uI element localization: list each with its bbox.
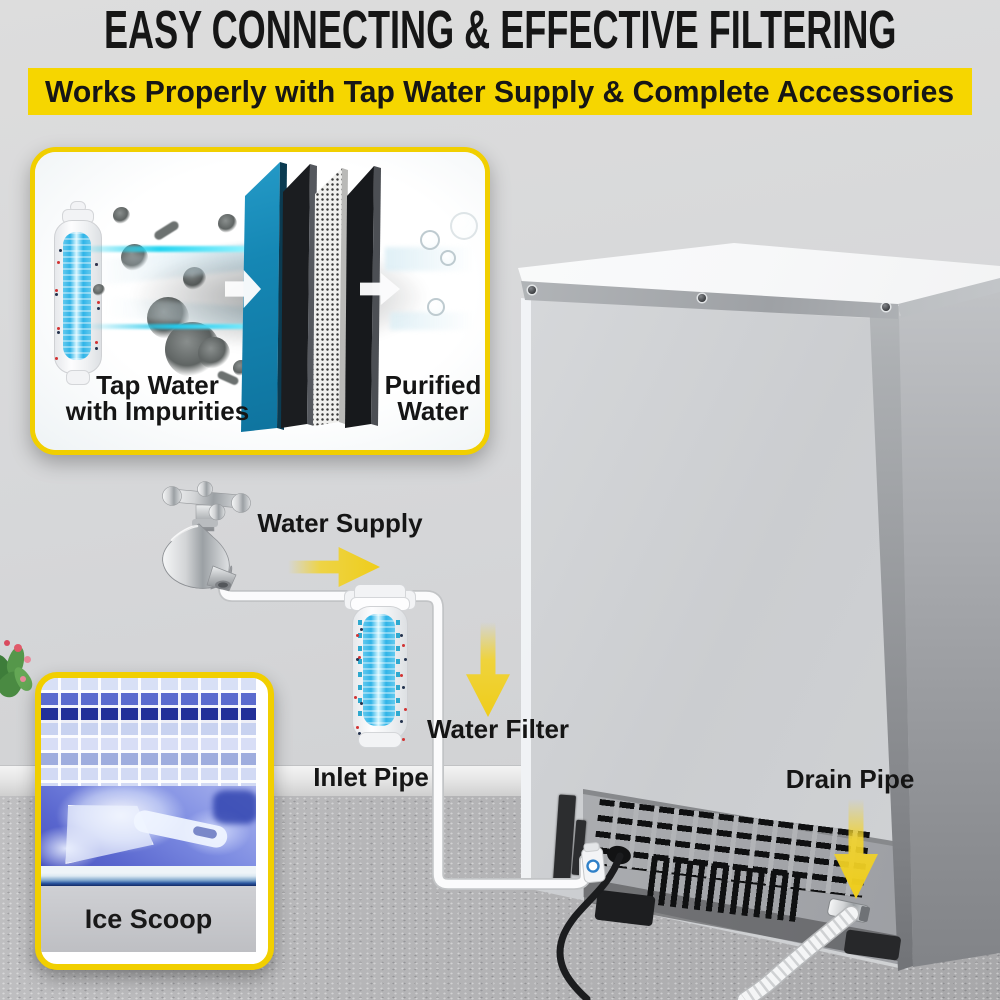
- ice-scoop-box: Ice Scoop: [35, 672, 274, 970]
- filter-panel-black-2-edge: [371, 166, 381, 426]
- ice-scoop-caption: Ice Scoop: [41, 886, 256, 952]
- power-cord: [556, 845, 631, 1000]
- filter-ticks: [358, 620, 362, 720]
- filtering-diagram-box: Tap Water with Impurities Purified Water: [30, 147, 490, 455]
- water-bubble: [427, 298, 445, 316]
- screw-icon: [528, 286, 536, 294]
- drain-pipe-label: Drain Pipe: [785, 764, 915, 794]
- purified-label-line1: Purified: [384, 370, 482, 400]
- impurity-dots: [360, 628, 363, 631]
- plant-decoration: [0, 636, 45, 711]
- filter-panel-blue-edge: [277, 162, 287, 430]
- inlet-pipe-label: Inlet Pipe: [313, 762, 429, 792]
- screw-icon: [698, 294, 706, 302]
- tap-water-label: Tap Water with Impurities: [45, 372, 270, 424]
- clean-flow-streak: [385, 247, 475, 271]
- tap-water-label-line2: with Impurities: [65, 396, 250, 426]
- water-bubble: [450, 212, 478, 240]
- filter-tube: [363, 614, 395, 726]
- purified-label-line2: Water: [397, 396, 469, 426]
- cartridge-window: [63, 232, 91, 360]
- filter-panel-mesh-edge: [339, 168, 348, 424]
- page-title: EASY CONNECTING & EFFECTIVE FILTERING: [0, 1, 1000, 64]
- filter-bottom-cap: [358, 732, 402, 748]
- water-bubble: [440, 250, 456, 266]
- impurity-dots: [59, 249, 62, 252]
- page-title-text: EASY CONNECTING & EFFECTIVE FILTERING: [103, 0, 897, 61]
- subtitle-text: Works Properly with Tap Water Supply & C…: [45, 74, 955, 109]
- water-streak: [85, 324, 345, 329]
- ice-cubes-photo: [41, 786, 256, 866]
- impurity-dots: [57, 261, 60, 264]
- water-supply-label: Water Supply: [257, 508, 423, 538]
- faucet-icon: [162, 481, 251, 592]
- filter-panel-black-1: [281, 164, 310, 428]
- inlet-fitting: [581, 842, 606, 884]
- ice-cube-tray: [41, 678, 256, 786]
- water-filter-unit: [344, 584, 416, 750]
- bin-edge: [41, 866, 256, 886]
- drain-hose: [736, 905, 860, 1000]
- clean-flow-streak: [390, 312, 475, 330]
- filter-cartridge: [51, 201, 103, 391]
- inlet-pipe-line: [218, 568, 591, 890]
- tap-water-label-line1: Tap Water: [96, 370, 219, 400]
- screw-icon: [882, 303, 890, 311]
- filter-panel-black-1-edge: [307, 164, 317, 426]
- cartridge-bottom-nub: [66, 370, 90, 385]
- water-streak: [75, 246, 355, 252]
- purified-water-label: Purified Water: [383, 372, 483, 424]
- subtitle-banner: Works Properly with Tap Water Supply & C…: [28, 68, 972, 115]
- ice-scoop-label: Ice Scoop: [84, 903, 213, 934]
- filter-panel-black-2: [345, 166, 374, 428]
- filter-ticks: [396, 620, 400, 720]
- filter-panel-mesh: [313, 168, 342, 426]
- water-filter-label: Water Filter: [426, 714, 570, 744]
- impurity-dots: [356, 634, 359, 637]
- water-bubble: [420, 230, 440, 250]
